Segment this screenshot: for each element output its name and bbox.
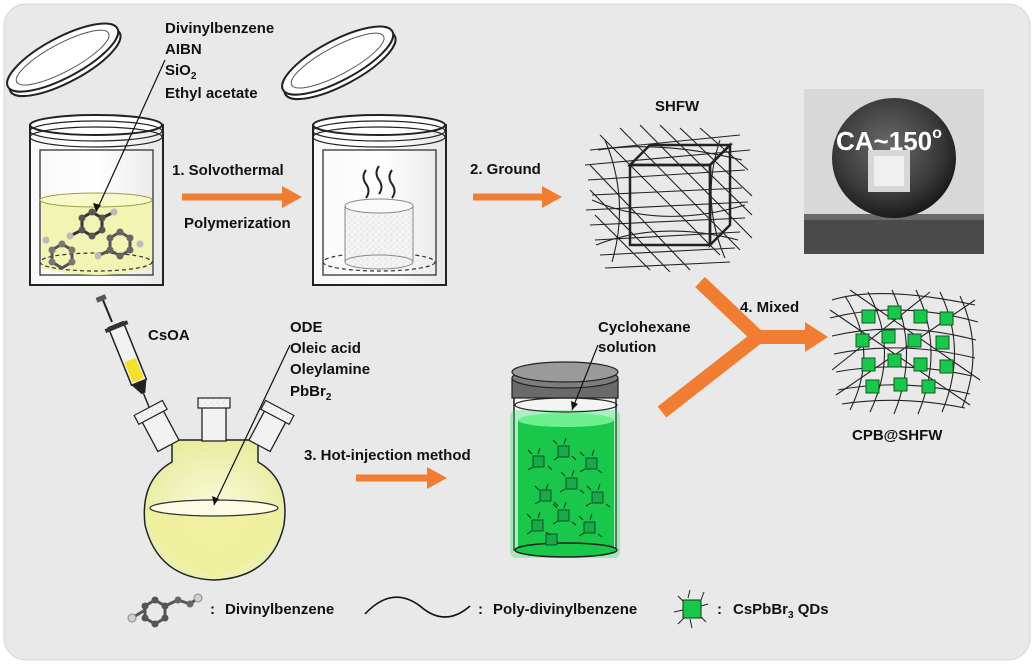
- reagent-oleylamine: Oleylamine: [290, 361, 370, 378]
- reaction-jar-1: [6, 22, 166, 286]
- cyclohexane-label-line2: solution: [598, 339, 656, 356]
- syringe: [95, 294, 153, 415]
- shfw-fiber-block: [584, 124, 753, 273]
- reagents-top-list: Divinylbenzene AIBN SiO2 Ethyl acetate: [165, 20, 274, 102]
- product-label: CPB@SHFW: [852, 427, 943, 444]
- step1-label-line2: Polymerization: [184, 215, 291, 232]
- legend-divinylbenzene: Divinylbenzene: [225, 601, 334, 618]
- cyclohexane-label: Cyclohexane: [598, 319, 691, 336]
- legend-cspbbr3-qds: CsPbBr3 QDs: [733, 601, 829, 621]
- csoa-label: CsOA: [148, 327, 190, 344]
- contact-angle-value: CA~150o: [836, 125, 942, 156]
- legend: : Divinylbenzene : Poly-divinylbenzene :…: [127, 589, 829, 629]
- arrow-step-2: [473, 186, 562, 208]
- legend-polymer-wave-glyph: [364, 596, 471, 618]
- cpb-shfw-composite: [829, 289, 981, 415]
- legend-polydivinylbenzene: Poly-divinylbenzene: [493, 601, 637, 618]
- shfw-label: SHFW: [655, 98, 700, 115]
- reaction-jar-2: [281, 25, 447, 286]
- reagent-pbbr2: PbBr2: [290, 383, 332, 403]
- step3-label: 3. Hot-injection method: [304, 447, 471, 464]
- legend-separator-2: :: [478, 601, 483, 618]
- reagent-ode: ODE: [290, 319, 323, 336]
- arrow-step-4-head: [805, 322, 828, 352]
- reagent-sio2: SiO2: [165, 62, 197, 82]
- reagents-bottom-list: ODE Oleic acid Oleylamine PbBr2: [290, 319, 370, 403]
- legend-qd-glyph: [673, 589, 709, 629]
- qd-vial: [510, 344, 620, 558]
- legend-separator-1: :: [210, 601, 215, 618]
- legend-divinylbenzene-glyph: [127, 593, 203, 628]
- three-neck-flask: [133, 344, 295, 581]
- arrow-step-3: [356, 467, 447, 489]
- step1-label: 1. Solvothermal: [172, 162, 284, 179]
- arrow-step-4: [657, 276, 808, 418]
- step2-label: 2. Ground: [470, 161, 541, 178]
- divinylbenzene-molecules: [42, 208, 144, 270]
- arrow-step-1: [182, 186, 302, 208]
- reagent-ethyl-acetate: Ethyl acetate: [165, 85, 258, 102]
- reagent-divinylbenzene: Divinylbenzene: [165, 20, 274, 37]
- step4-label: 4. Mixed: [740, 299, 799, 316]
- reagent-aibn: AIBN: [165, 41, 202, 58]
- legend-separator-3: :: [717, 601, 722, 618]
- reagent-oleic-acid: Oleic acid: [290, 340, 361, 357]
- contact-angle-photo: CA~150o: [804, 89, 984, 254]
